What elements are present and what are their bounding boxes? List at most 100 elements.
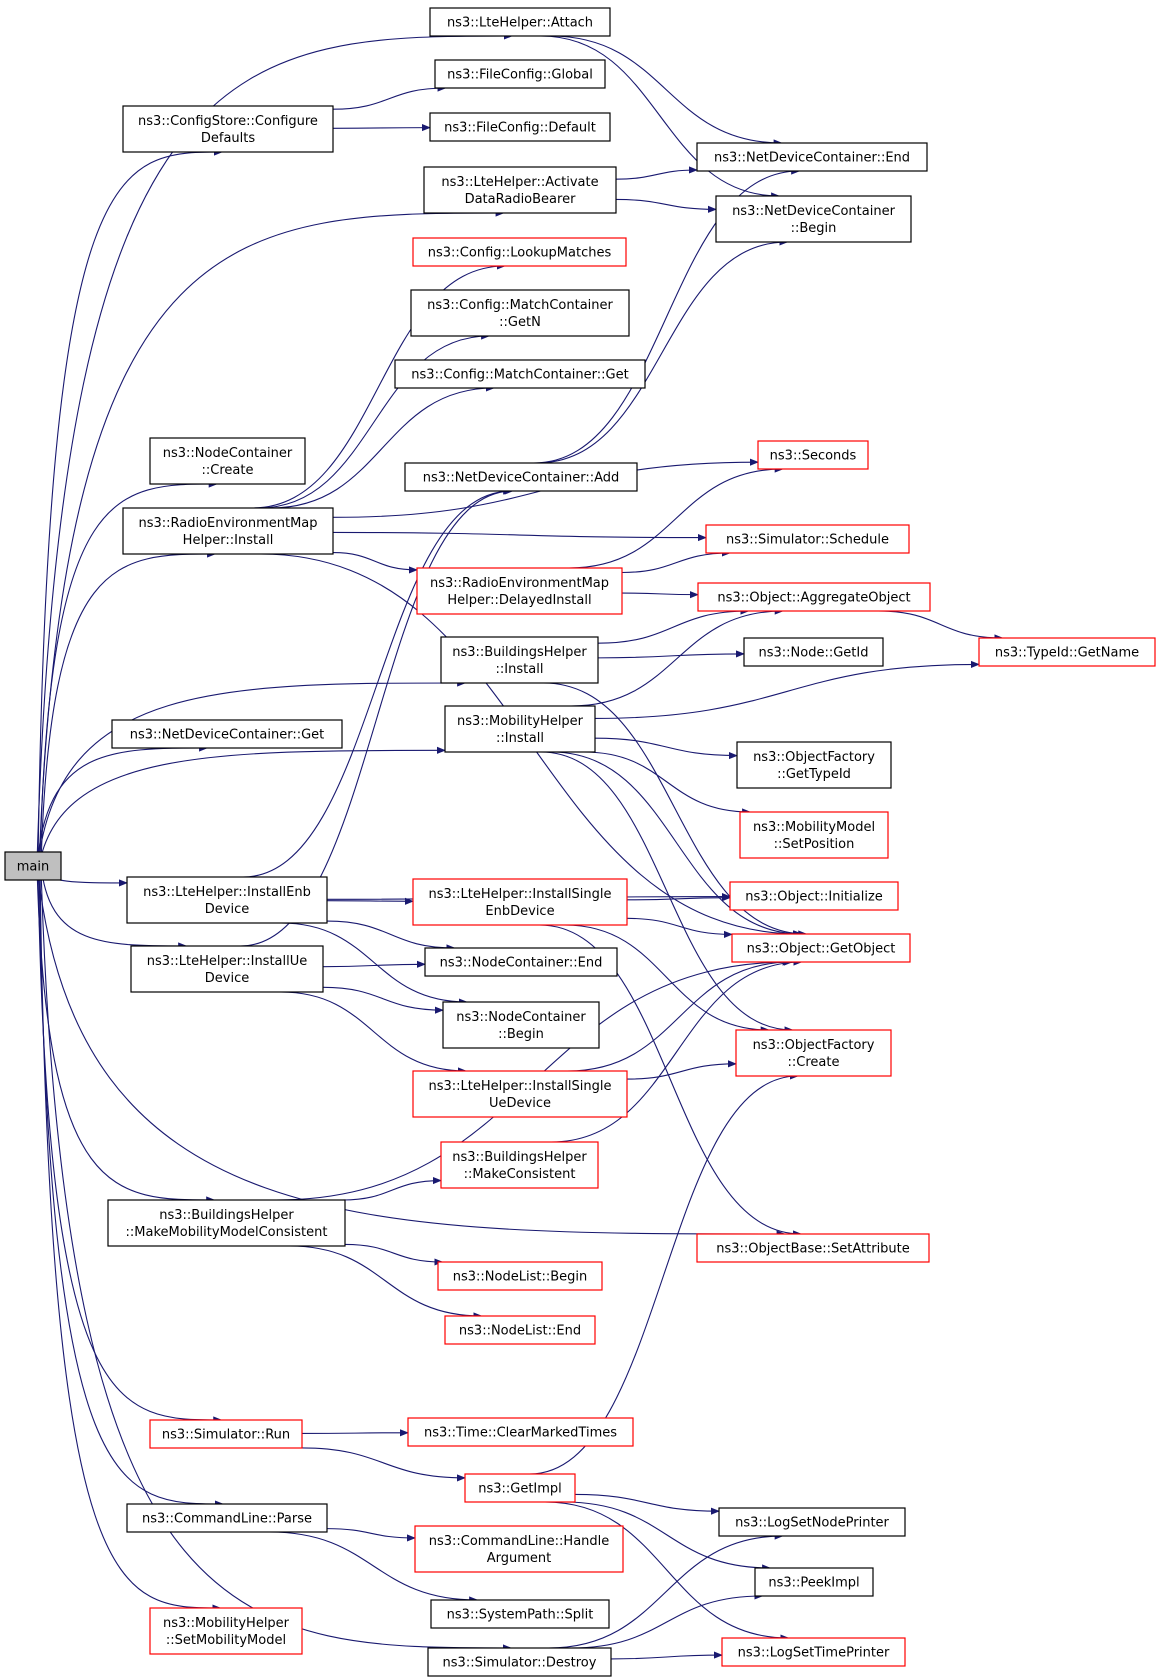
node-label: ::Begin — [498, 1027, 544, 1042]
node-ob_setattr[interactable]: ns3::ObjectBase::SetAttribute — [696, 1233, 930, 1263]
edge-main-to-sim_destroy — [40, 867, 512, 1652]
node-box — [757, 440, 869, 470]
node-box — [430, 1599, 610, 1629]
node-label: ns3::LogSetNodePrinter — [735, 1516, 889, 1531]
node-sp_split: ns3::SystemPath::Split — [430, 1599, 610, 1629]
edge-configstore-to-fc_default — [332, 124, 431, 132]
node-box — [731, 933, 911, 963]
edge-lte_single_enb-to-obj_getobject — [626, 917, 733, 938]
node-box — [437, 1261, 603, 1291]
node-bh_makemob: ns3::BuildingsHelper::MakeMobilityModelC… — [107, 1199, 346, 1247]
edge-configstore-to-fc_global — [332, 84, 447, 110]
node-label: ::Begin — [791, 221, 837, 236]
node-box — [412, 237, 627, 267]
node-layer: mainns3::LteHelper::Attachns3::ConfigSto… — [4, 7, 1156, 1677]
edge-main-to-mh_install — [38, 746, 446, 867]
node-box — [697, 582, 931, 612]
edge-lte_activate-to-ndc_begin — [615, 198, 717, 213]
node-label: ns3::NetDeviceContainer::End — [714, 151, 910, 166]
node-label: ns3::NetDeviceContainer::Add — [423, 471, 620, 486]
edge-main-to-lte_activate — [38, 209, 505, 869]
node-label: main — [17, 860, 49, 875]
edge-main-to-nc_create — [39, 480, 218, 865]
edge-mh_install-to-typeid_getname — [594, 660, 980, 719]
node-box — [739, 811, 889, 859]
edge-rem_install-to-cfg_get — [270, 384, 495, 509]
node-label: ns3::NetDeviceContainer — [732, 204, 896, 219]
edge-obj_aggregate-to-typeid_getname — [878, 610, 1004, 642]
node-box — [394, 359, 646, 389]
node-time_clear[interactable]: ns3::Time::ClearMarkedTimes — [407, 1417, 634, 1447]
edge-bh_makemob-to-bh_makecons — [342, 1176, 442, 1201]
node-label: Device — [205, 902, 249, 917]
node-seconds[interactable]: ns3::Seconds — [757, 440, 869, 470]
node-box — [429, 7, 611, 37]
edge-getimpl-to-peekimpl — [563, 1501, 772, 1572]
node-bh_install: ns3::BuildingsHelper::Install — [440, 636, 599, 684]
edge-mh_install-to-of_gettypeid — [594, 737, 738, 760]
node-label: ns3::LteHelper::InstallEnb — [143, 885, 311, 900]
node-label: ns3::BuildingsHelper — [452, 1150, 587, 1165]
node-label: ns3::BuildingsHelper — [452, 645, 587, 660]
node-box — [412, 878, 628, 926]
node-mm_setpos[interactable]: ns3::MobilityModel::SetPosition — [739, 811, 889, 859]
node-label: ns3::ConfigStore::Configure — [138, 114, 318, 129]
node-box — [736, 741, 892, 789]
edge-sim_run-to-time_clear — [301, 1429, 409, 1437]
edge-lte_single_enb-to-ob_setattr — [539, 924, 803, 1238]
node-cfg_lookup[interactable]: ns3::Config::LookupMatches — [412, 237, 627, 267]
edge-bh_makemob-to-nl_begin — [344, 1243, 444, 1266]
node-label: ns3::PeekImpl — [768, 1576, 859, 1591]
node-box — [122, 507, 334, 555]
node-label: ns3::Config::LookupMatches — [428, 246, 612, 261]
node-label: ns3::Object::Initialize — [745, 890, 883, 905]
node-rem_delayed[interactable]: ns3::RadioEnvironmentMapHelper::DelayedI… — [416, 567, 623, 615]
node-label: EnbDevice — [485, 904, 554, 919]
node-label: ns3::MobilityHelper — [457, 714, 584, 729]
node-box — [126, 876, 328, 924]
node-nl_end[interactable]: ns3::NodeList::End — [444, 1315, 596, 1345]
edge-bh_install-to-node_getid — [597, 650, 745, 659]
node-bh_makecons[interactable]: ns3::BuildingsHelper::MakeConsistent — [440, 1141, 599, 1189]
node-box — [743, 637, 884, 667]
node-obj_getobject[interactable]: ns3::Object::GetObject — [731, 933, 911, 963]
edge-cl_parse-to-cl_handle — [326, 1528, 416, 1542]
edge-sim_run-to-getimpl — [301, 1447, 466, 1482]
node-label: ::Create — [202, 463, 254, 478]
node-peekimpl: ns3::PeekImpl — [754, 1567, 874, 1597]
node-of_create[interactable]: ns3::ObjectFactory::Create — [735, 1029, 892, 1077]
node-ndc_add: ns3::NetDeviceContainer::Add — [404, 462, 638, 492]
edge-mh_install-to-obj_aggregate — [571, 607, 784, 707]
node-cfg_getn: ns3::Config::MatchContainer::GetN — [410, 289, 630, 337]
node-typeid_getname[interactable]: ns3::TypeId::GetName — [978, 637, 1156, 667]
node-box — [122, 105, 334, 153]
edge-main-to-rem_install — [40, 550, 217, 867]
node-box — [107, 1199, 346, 1247]
node-box — [412, 1070, 628, 1118]
node-label: Device — [205, 971, 249, 986]
edge-main-to-bh_install — [37, 679, 467, 865]
node-label: ns3::NodeList::Begin — [453, 1270, 587, 1285]
node-sim_schedule[interactable]: ns3::Simulator::Schedule — [705, 524, 910, 554]
node-obj_aggregate[interactable]: ns3::Object::AggregateObject — [697, 582, 931, 612]
node-sim_run[interactable]: ns3::Simulator::Run — [149, 1419, 303, 1449]
node-cl_parse: ns3::CommandLine::Parse — [126, 1503, 328, 1533]
node-ndc_begin: ns3::NetDeviceContainer::Begin — [715, 195, 912, 243]
node-nc_create: ns3::NodeContainer::Create — [149, 437, 306, 485]
edge-getimpl-to-of_create — [529, 1072, 799, 1475]
node-getimpl[interactable]: ns3::GetImpl — [464, 1473, 576, 1503]
edge-sim_destroy-to-log_nodeprinter — [548, 1532, 784, 1649]
node-log_timeprinter[interactable]: ns3::LogSetTimePrinter — [721, 1637, 906, 1667]
edge-main-to-ob_setattr — [36, 863, 786, 1238]
edge-rem_install-to-rem_delayed — [332, 552, 418, 574]
node-mh_setmob[interactable]: ns3::MobilityHelper::SetMobilityModel — [149, 1607, 303, 1655]
node-obj_init[interactable]: ns3::Object::Initialize — [729, 881, 899, 911]
node-label: ns3::LteHelper::InstallSingle — [429, 887, 612, 902]
node-nl_begin[interactable]: ns3::NodeList::Begin — [437, 1261, 603, 1291]
node-label: ns3::NodeContainer — [456, 1010, 586, 1025]
node-label: ::Create — [788, 1055, 840, 1070]
node-box — [126, 1503, 328, 1533]
